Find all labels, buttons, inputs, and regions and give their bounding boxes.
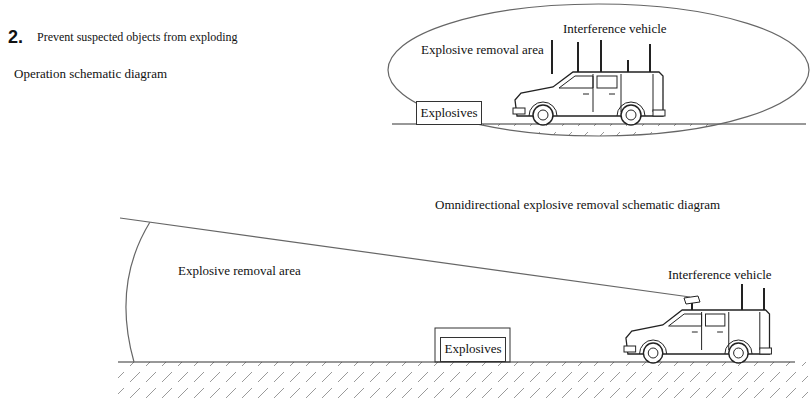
text-label: Operation schematic diagram [14, 67, 167, 82]
text-label: Interference vehicle [563, 22, 667, 37]
area-label: Explosive removal area [178, 264, 301, 279]
box-label: Explosives [420, 106, 477, 121]
interference-vehicle [624, 284, 771, 363]
section-number: 2. [8, 27, 23, 48]
ground-hatching [390, 124, 810, 140]
explosives-box: Explosives [416, 101, 482, 125]
box-label: Explosives [444, 342, 501, 357]
explosives-housing [435, 328, 510, 362]
title: Prevent suspected objects from exploding [37, 31, 238, 45]
text-label: Omnidirectional explosive removal schema… [435, 198, 720, 213]
area-outline [118, 214, 694, 364]
explosives-box: Explosives [440, 337, 506, 362]
area-label: Explosive removal area [421, 43, 544, 58]
removal-area-ellipse: Explosives Explosive removal area [387, 3, 810, 137]
removal-area-sector: Explosives Explosive removal area [118, 214, 694, 364]
text-label: Interference vehicle [668, 268, 772, 283]
ground-hatching [118, 362, 808, 398]
